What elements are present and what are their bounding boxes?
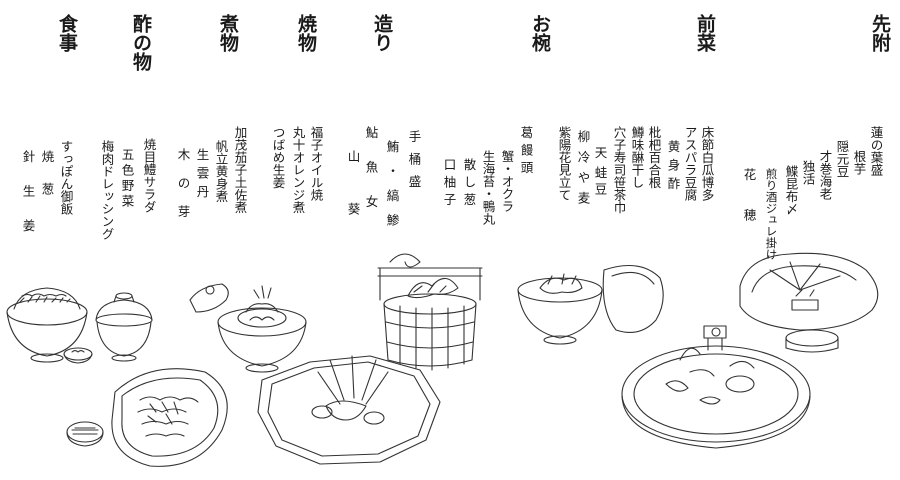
nimono-bowl-illustration	[189, 283, 307, 373]
dish-item: すっぽん御飯	[58, 140, 74, 215]
dish-item: 木の芽	[175, 148, 191, 234]
dish-item: 鰈昆布〆	[783, 165, 799, 215]
dish-item: 根芋	[851, 150, 867, 175]
lidded-bowl-illustration	[95, 292, 153, 362]
dish-item: 鮪・縞鯵	[384, 140, 400, 238]
dish-item: 焼葱	[39, 150, 55, 215]
course-title-yakimono: 焼物	[295, 14, 317, 52]
dish-item: 梅肉ドレッシング	[99, 140, 115, 240]
dish-item: 生海苔・鴨丸	[480, 150, 496, 225]
course-title-owan: お椀	[529, 14, 551, 52]
course-title-zensai: 前菜	[694, 14, 716, 52]
rice-bowl-illustration	[6, 287, 88, 363]
course-title-sunomono: 酢の物	[130, 14, 152, 71]
dish-item: 生雲丹	[194, 148, 210, 204]
dish-item: 花穂	[741, 168, 757, 249]
dish-item: 蟹・オクラ	[499, 150, 515, 213]
dish-item: 柳冷や麦	[575, 130, 591, 212]
dish-item: アスパラ豆腐	[682, 126, 698, 201]
dish-item: 手桶盛	[406, 130, 422, 198]
dish-item: 加茂茄子土佐煮	[232, 126, 248, 214]
octagon-plate-illustration	[257, 355, 441, 465]
dish-item: 穴子寿司笹茶巾	[611, 126, 627, 214]
dish-item: 福子オイル焼	[308, 126, 324, 201]
course-title-shokuji: 食事	[56, 14, 78, 52]
dish-item: 五色野菜	[119, 148, 135, 210]
course-title-tsukuri: 造り	[371, 14, 393, 52]
owan-bowl-illustration	[517, 273, 603, 345]
lotus-leaf-illustration	[739, 252, 879, 353]
dish-item: 紫陽花見立て	[556, 126, 572, 201]
dish-item: 葛饅頭	[518, 126, 534, 179]
dish-item: 枇杷百合根	[646, 126, 662, 189]
dish-item: 床節白瓜博多	[699, 126, 715, 201]
dish-item: 散し葱	[461, 158, 477, 211]
course-title-nimono: 煮物	[217, 14, 239, 52]
dish-item: 蛙豆	[592, 166, 608, 199]
dish-item: つばめ生姜	[270, 126, 286, 189]
shell-plate-illustration	[111, 368, 228, 467]
zensai-tray-illustration	[602, 264, 811, 449]
dish-item: 丸十オレンジ煮	[290, 126, 306, 214]
round-dish-illustration	[66, 421, 104, 447]
dish-item: 隠元豆	[834, 140, 850, 178]
dish-item: 独活	[800, 160, 816, 185]
small-dish-illustration	[63, 347, 93, 364]
dish-item: 帆立黄身煮	[213, 140, 229, 203]
dish-item: 才巻海老	[817, 150, 833, 200]
dish-item: 黄身酢	[665, 140, 681, 196]
dish-item: 鱒味醂干し	[629, 126, 645, 189]
course-title-sakizuke: 先附	[869, 14, 891, 52]
dish-item: 焼目鱧サラダ	[141, 138, 157, 213]
dish-item: 煎り酒ジュレ掛け	[764, 168, 779, 260]
dish-item: 口柚子	[441, 158, 457, 211]
dish-item: 針生姜	[20, 150, 36, 254]
dish-item: 鮎魚女	[363, 126, 379, 230]
dish-item: 蓮の葉盛	[868, 126, 884, 176]
dish-item: 山葵	[345, 150, 361, 255]
dish-item: 天	[592, 146, 608, 159]
bucket-illustration	[377, 253, 483, 371]
